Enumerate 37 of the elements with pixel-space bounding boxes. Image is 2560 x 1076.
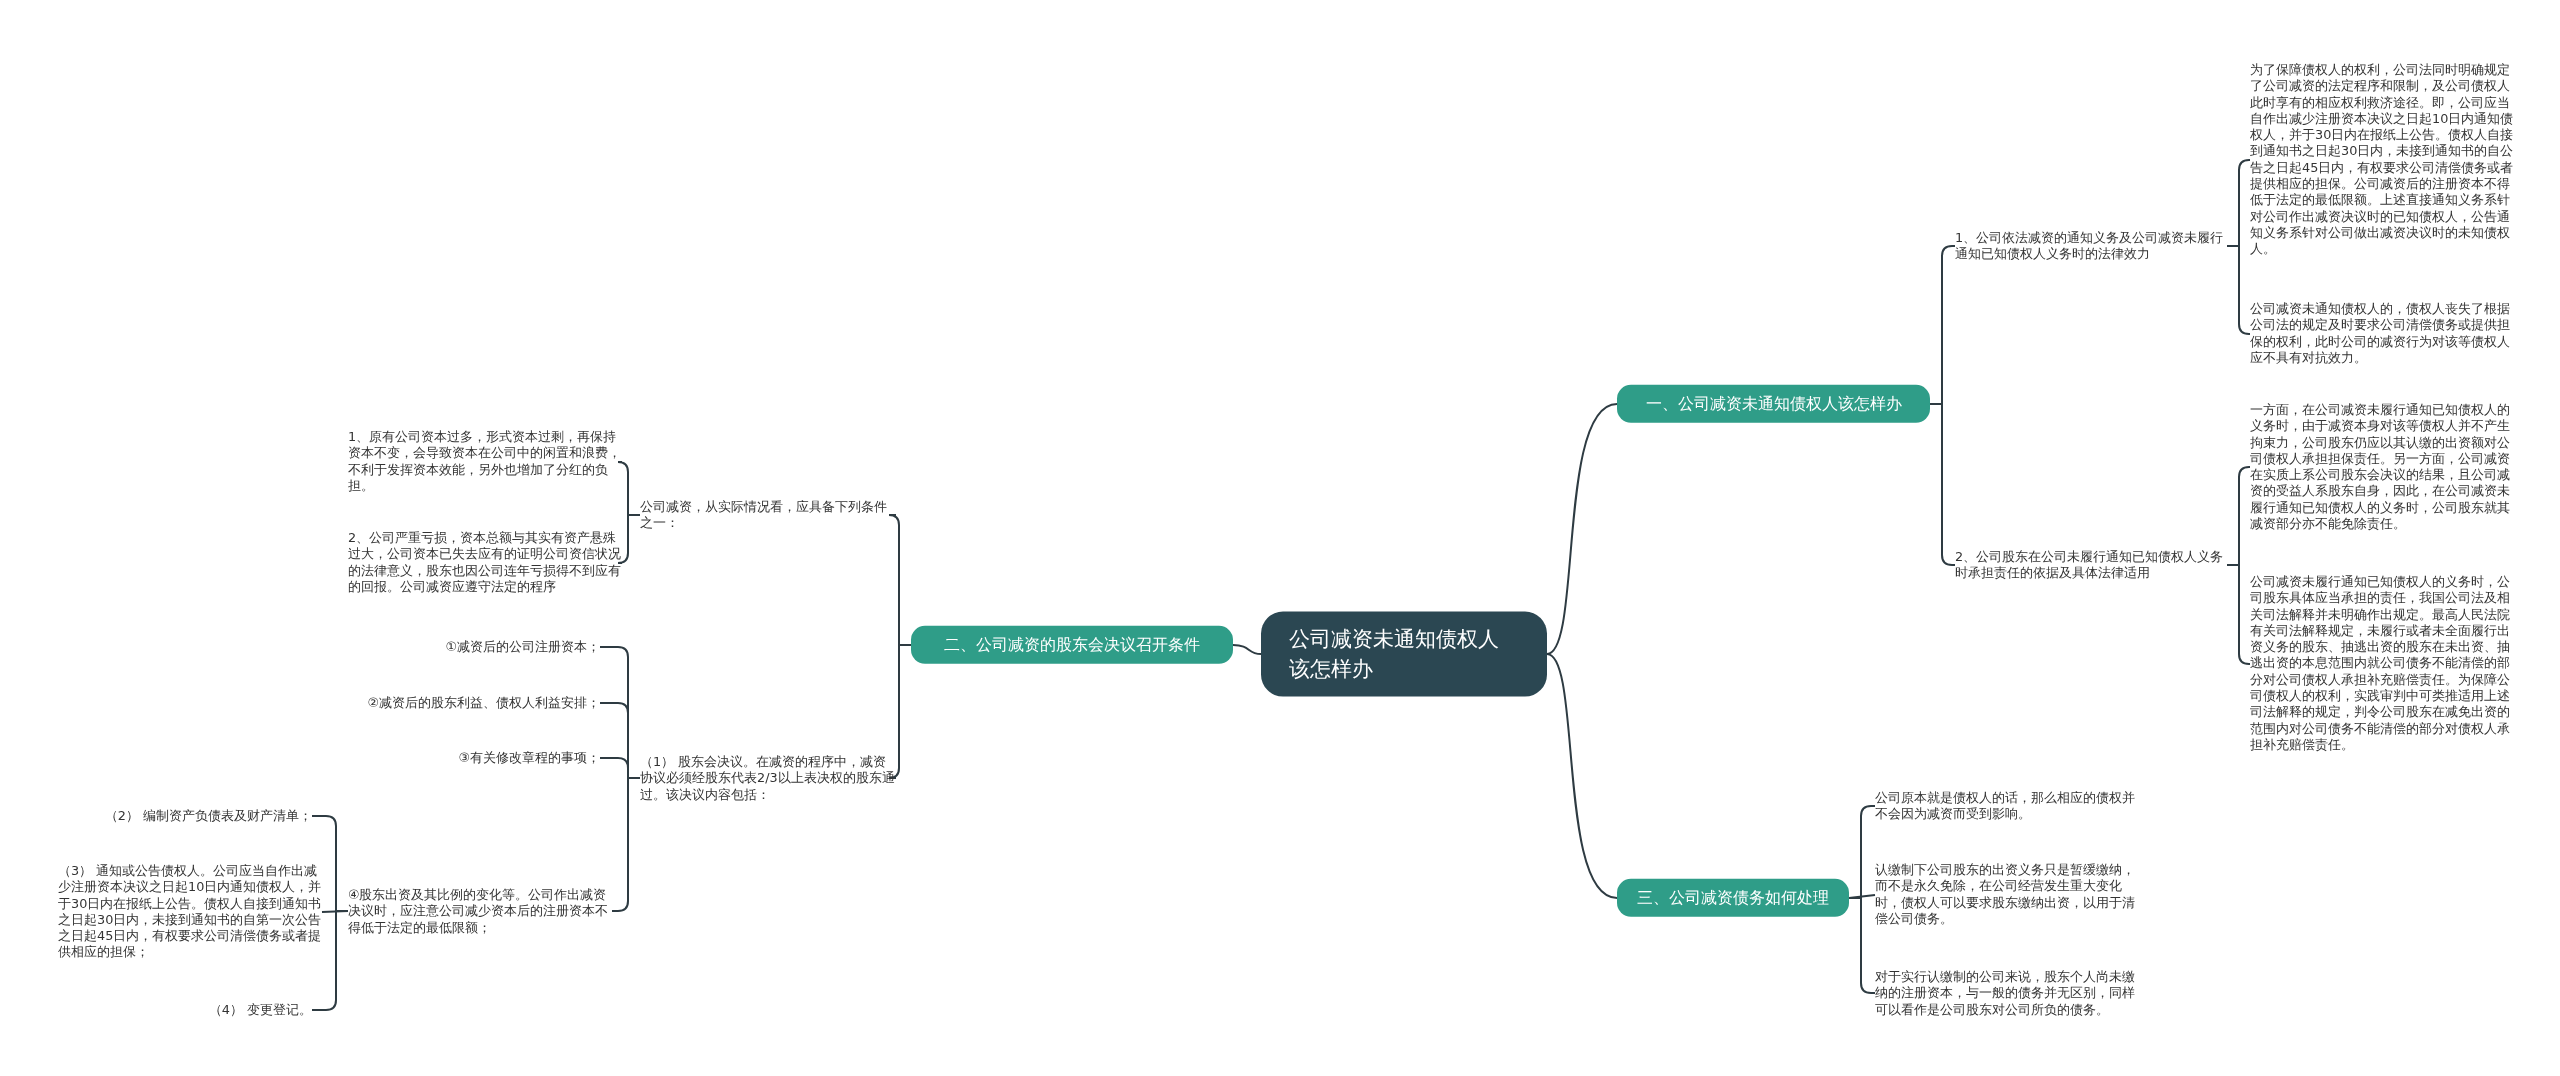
- branch-topic: [911, 625, 1233, 665]
- topic-text: （1） 股东会决议。在减资的程序中，减资协议必须经股东代表2/3以上表决权的股东通过。该决议内容包括：: [640, 753, 896, 803]
- topic-text: 1、原有公司资本过多，形式资本过剩，再保持资本不变，会导致资本在公司中的闲置和浪费，不利于发挥资本效能，另外也增加了分红的负担。: [348, 429, 622, 495]
- topic-text: 一方面，在公司减资未履行通知已知债权人的义务时，由于减资本身对该等债权人并不产生拘束力，公司股东仍应以其认缴的出资额对公司债权人承担担保责任。另一方面，公司减资在实质上系公司股东会决议的结果，且公司减资的受益人系股东自身，因此，在公司减资未履行通知已知债权人的义务时，公司股东就其减资部分亦不能免除责任。: [2250, 401, 2511, 533]
- connector-line: [2226, 245, 2251, 335]
- topic-text: 认缴制下公司股东的出资义务只是暂缓缴纳，而不是永久免除，在公司经营发生重大变化时，债权人可以要求股东缴纳出资，以用于清偿公司债务。: [1875, 862, 2136, 928]
- branch-topic: [1617, 878, 1849, 918]
- topic-text: 公司减资未通知债权人的，债权人丧失了根据公司法的规定及时要求公司清偿债务或提供担保的权利，此时公司的减资行为对该等债权人应不具有对抗效力。: [2250, 301, 2511, 367]
- topic-text: ①减资后的公司注册资本；: [445, 638, 600, 656]
- topic-text: 2、公司严重亏损，资本总额与其实有资产悬殊过大，公司资本已失去应有的证明公司资信状况的法律意义，股东也因公司连年亏损得不到应有的回报。公司减资应遵守法定的程序: [348, 530, 622, 596]
- topic-label: 三、公司减资债务如何处理: [1637, 886, 1829, 909]
- connector-line: [1929, 403, 1956, 566]
- topic-text: ③有关修改章程的事项；: [458, 749, 600, 767]
- topic-label: 二、公司减资的股东会决议召开条件: [944, 633, 1200, 656]
- topic-label: 公司减资未通知债权人该怎样办: [1289, 625, 1500, 683]
- topic-text: 公司减资，从实际情况看，应具备下列条件之一：: [640, 498, 888, 532]
- connector-line: [888, 644, 912, 779]
- connector-line: [1848, 897, 1876, 994]
- topic-text: ④股东出资及其比例的变化等。公司作出减资决议时，应注意公司减少资本后的注册资本不得低于法定的最低限额；: [348, 886, 609, 936]
- topic-text: （3） 通知或公告债权人。公司应当自作出减少注册资本决议之日起10日内通知债权人，并于30日内在报纸上公告。债权人自接到通知书之日起30日内，未接到通知书的自第一次公告之日起45日内，有权要求公司清偿债务或者提供相应的担保；: [58, 863, 322, 961]
- topic-text: 1、公司依法减资的通知义务及公司减资未履行通知已知债权人义务时的法律效力: [1955, 229, 2225, 263]
- connector-line: [2226, 564, 2251, 665]
- connector-line: [1546, 403, 1618, 655]
- topic-text: 为了保障债权人的权利，公司法同时明确规定了公司减资的法定程序和限制，及公司债权人此时享有的相应权利救济途径。即，公司应当自作出减少注册资本决议之日起10日内通知债权人，并于30日内在报纸上公告。债权人自接到通知书之日起30日内，未接到通知书的自公告之日起45日内，有权要求公司清偿债务或者提供相应的担保。公司减资后的注册资本不得低于法定的最低限额。上述直接通知义务系针对公司作出减资决议时的已知债权人，公告通知义务系针对公司做出减资决议时的未知债权人。: [2250, 62, 2515, 258]
- central-topic: [1261, 611, 1547, 697]
- branch-topic: [1617, 384, 1930, 424]
- connector-line: [1232, 644, 1262, 655]
- topic-text: 2、公司股东在公司未履行通知已知债权人义务时承担责任的依据及具体法律适用: [1955, 548, 2225, 582]
- topic-label: 一、公司减资未通知债权人该怎样办: [1645, 392, 1902, 415]
- connector-line: [1546, 653, 1618, 899]
- topic-text: ②减资后的股东利益、债权人利益安排；: [367, 694, 600, 712]
- topic-text: （2） 编制资产负债表及财产清单；: [104, 807, 312, 825]
- topic-text: 对于实行认缴制的公司来说，股东个人尚未缴纳的注册资本，与一般的债务并无区别，同样可以看作是公司股东对公司所负的债务。: [1875, 968, 2136, 1018]
- topic-text: （4） 变更登记。: [208, 1001, 312, 1019]
- connector-line: [617, 514, 641, 564]
- topic-text: 公司原本就是债权人的话，那么相应的债权并不会因为减资而受到影响。: [1875, 789, 2136, 823]
- topic-text: 公司减资未履行通知已知债权人的义务时，公司股东具体应当承担的责任，我国公司法及相关司法解释并未明确作出规定。最高人民法院有关司法解释规定，未履行或者未全面履行出资义务的股东、抽逃出资的股东在未出资、抽逃出资的本息范围内就公司债务不能清偿的部分对公司债权人承担补充赔偿责任。为保障公司债权人的权利，实践审判中可类推适用上述司法解释的规定，判令公司股东在减免出资的范围内对公司债务不能清偿的部分对债权人承担补充赔偿责任。: [2250, 574, 2511, 754]
